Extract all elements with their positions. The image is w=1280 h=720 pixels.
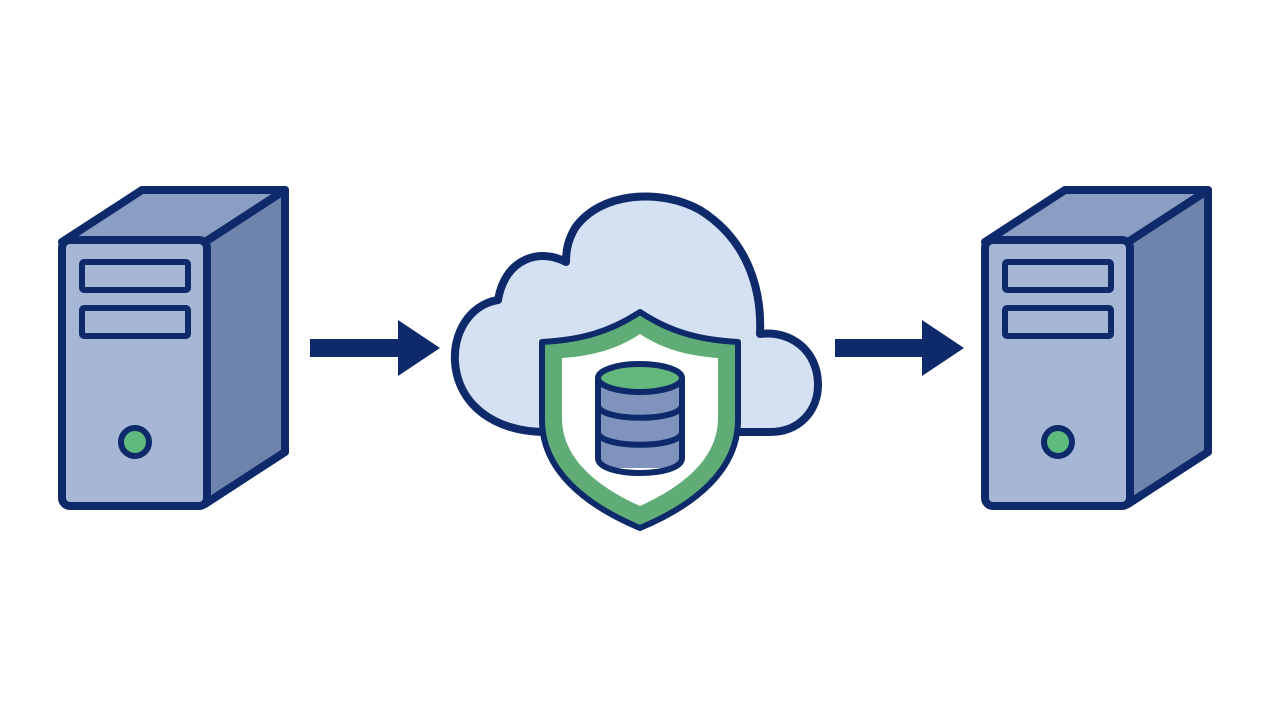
arrow-head [398, 320, 440, 376]
arrow-shaft [835, 339, 930, 357]
database-band-2 [595, 430, 685, 448]
destination-server-icon [981, 186, 1212, 510]
power-led-icon [1041, 425, 1075, 459]
source-server-icon [58, 186, 289, 510]
database-cylinder-top [595, 361, 685, 395]
drive-bay-bottom [79, 305, 191, 339]
drive-bay-bottom [1002, 305, 1114, 339]
arrow-right-icon [835, 320, 964, 376]
arrow-head [922, 320, 964, 376]
database-band-1 [595, 403, 685, 421]
database-body-outline [595, 378, 685, 476]
drive-bay-top [79, 259, 191, 293]
power-led-icon [118, 425, 152, 459]
drive-bay-top [1002, 259, 1114, 293]
arrow-shaft [310, 339, 405, 357]
arrow-right-icon [310, 320, 440, 376]
cloud-shield-database-icon [450, 192, 822, 531]
database-icon [595, 361, 685, 476]
